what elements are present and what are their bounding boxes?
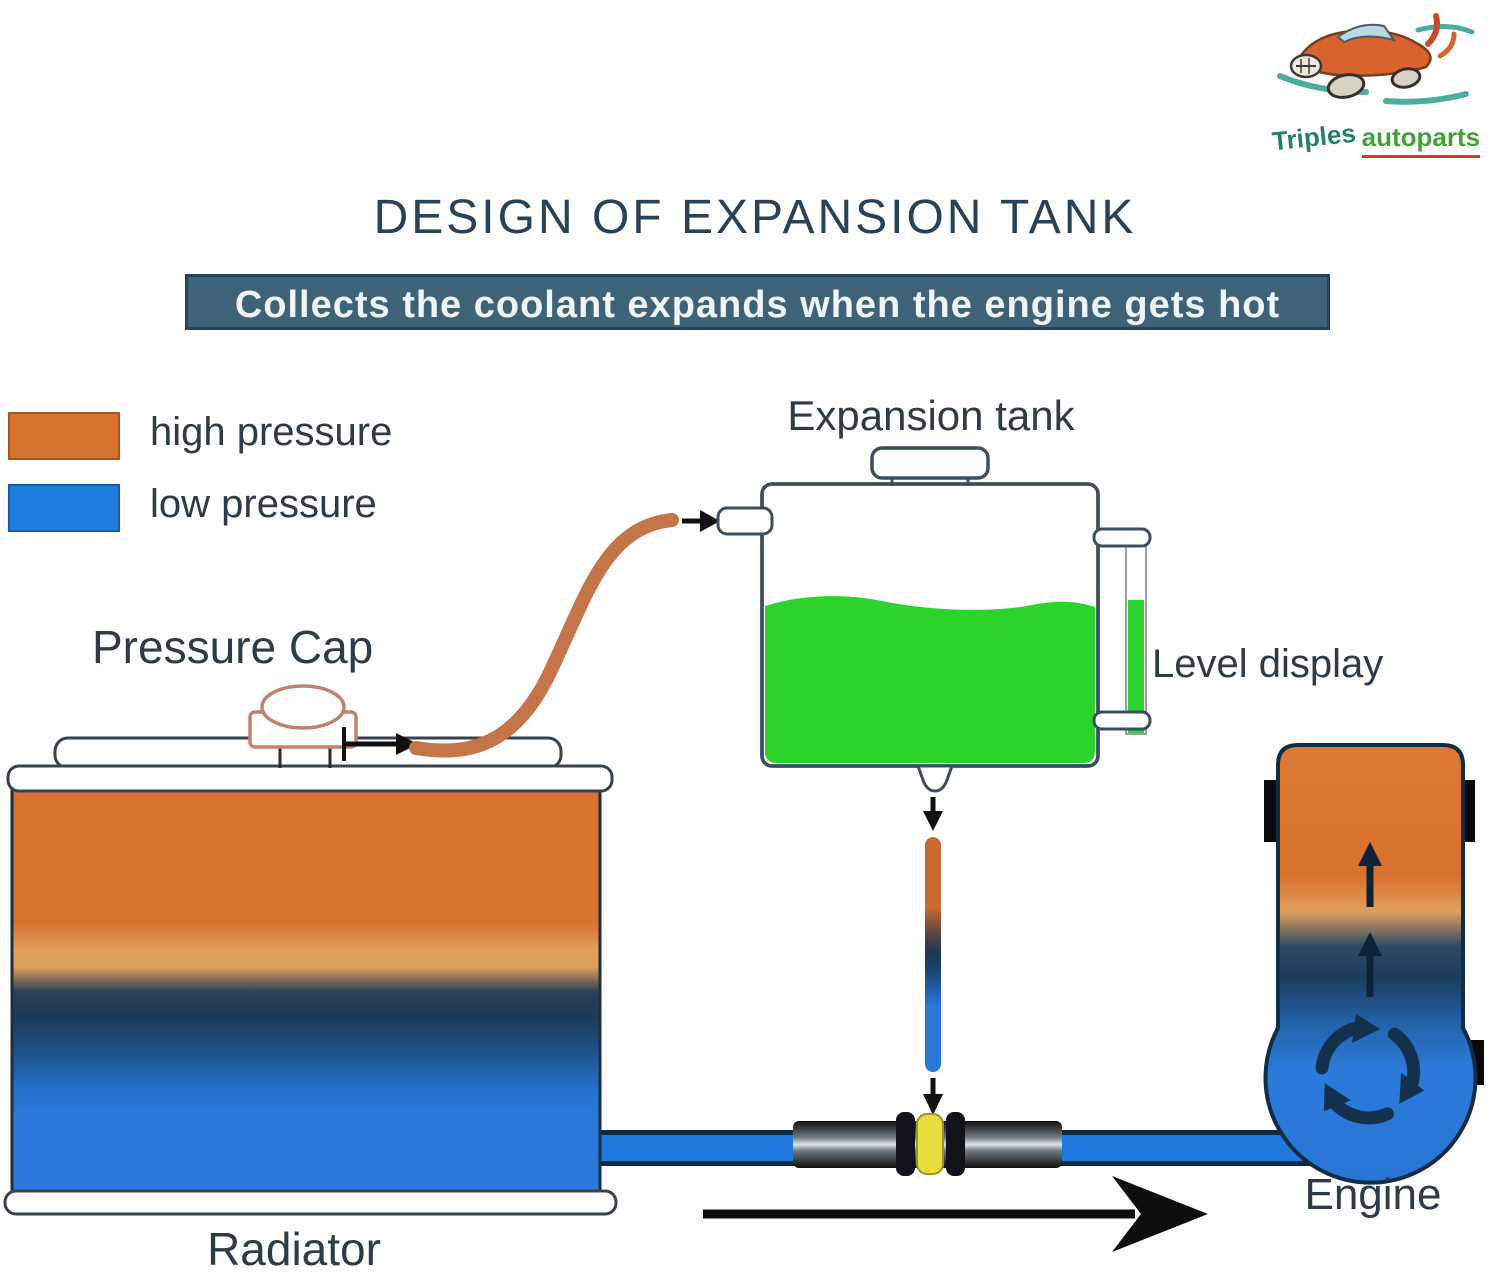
legend-label-low-pressure: low pressure — [150, 482, 377, 526]
engine-flow-arrows — [1358, 842, 1382, 997]
pressure-cap — [248, 684, 358, 768]
coolant-fill — [765, 596, 1095, 763]
radiator-bottom-lid — [3, 1189, 618, 1216]
expansion-tank — [716, 446, 1100, 793]
engine — [1263, 743, 1484, 1185]
flow-arrow-cap-to-hose — [342, 727, 418, 761]
level-port-bottom — [1092, 710, 1152, 731]
flange-left — [896, 1112, 915, 1176]
radiator-label: Radiator — [207, 1223, 381, 1275]
overflow-hose — [409, 513, 679, 758]
valve — [916, 1113, 944, 1175]
pipe-coupling — [793, 1112, 1062, 1176]
expansion-tank-label: Expansion tank — [787, 392, 1075, 439]
subtitle-banner: Collects the coolant expands when the en… — [185, 274, 1330, 330]
tank-outlet-funnel — [915, 764, 955, 793]
tank-inlet-port — [716, 506, 774, 536]
legend-swatch-low-pressure — [8, 484, 120, 532]
brand-name-primary: Triples — [1270, 117, 1357, 157]
tank-cap — [870, 446, 990, 480]
engine-label: Engine — [1304, 1170, 1442, 1219]
pressure-cap-label: Pressure Cap — [92, 621, 374, 673]
level-port-top — [1092, 527, 1152, 548]
legend-swatch-high-pressure — [8, 412, 120, 460]
level-indicator-fill — [1128, 600, 1144, 733]
legend-label-high-pressure: high pressure — [150, 410, 393, 454]
flow-arrow-to-engine — [703, 1176, 1208, 1252]
return-tube — [925, 837, 941, 1072]
page-title: DESIGN OF EXPANSION TANK — [373, 191, 1137, 244]
return-line — [923, 797, 943, 1115]
flange-right — [946, 1112, 965, 1176]
flow-arrow-hose-to-tank — [682, 510, 720, 532]
brand-name-secondary: autoparts — [1361, 122, 1481, 158]
circulation-icon — [1315, 1014, 1425, 1125]
level-display — [1092, 527, 1152, 735]
level-display-label: Level display — [1152, 642, 1384, 686]
logo-car-icon — [1277, 13, 1475, 105]
radiator — [3, 736, 618, 1216]
radiator-top-lid — [6, 764, 614, 793]
